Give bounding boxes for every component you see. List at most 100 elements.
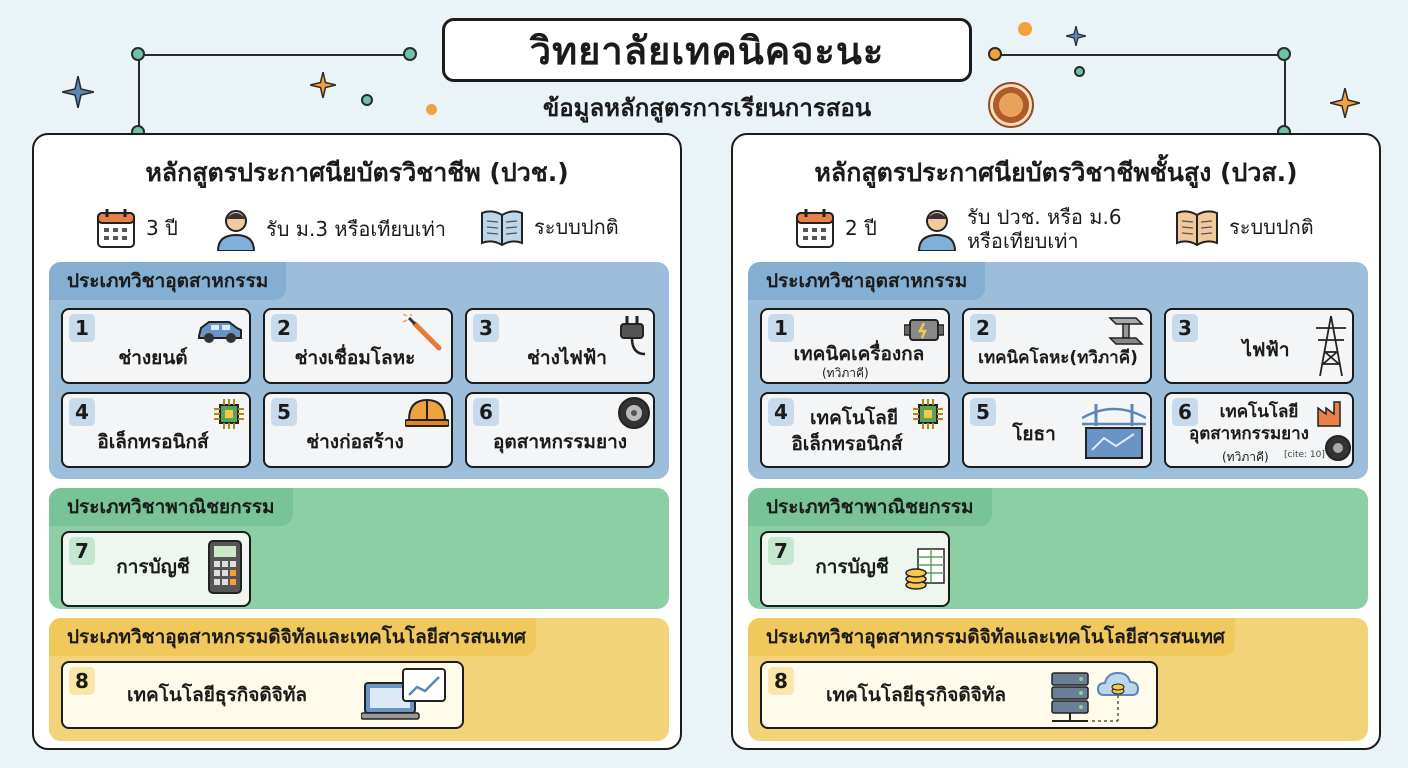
course-card[interactable]: 8 เทคโนโลยีธุรกิจดิจิทัล	[61, 661, 464, 729]
course-label: เทคนิคโลหะ(ทวิภาคี)	[978, 348, 1138, 368]
section-label: ประเภทวิชาอุตสาหกรรมดิจิทัลและเทคโนโลยีส…	[748, 618, 1235, 656]
admission-fact: รับ ม.3 หรือเทียบเท่า	[216, 207, 446, 251]
course-card[interactable]: 2 ช่างเชื่อมโลหะ	[263, 308, 453, 384]
course-card[interactable]: 8 เทคโนโลยีธุรกิจดิจิทัล	[760, 661, 1158, 729]
higher-vocational-certificate-panel: หลักสูตรประกาศนียบัตรวิชาชีพชั้นสูง (ปวส…	[731, 133, 1381, 750]
plug-icon	[620, 316, 646, 356]
course-card[interactable]: 2 เทคนิคโลหะ(ทวิภาคี)	[962, 308, 1152, 384]
course-number: 3	[1172, 314, 1198, 342]
student-icon	[917, 210, 957, 251]
course-note: (ทวิภาคี)	[1222, 450, 1269, 464]
welding-torch-icon	[403, 314, 442, 351]
course-card[interactable]: 4 อิเล็กทรอนิกส์	[61, 392, 251, 468]
connector-dot	[131, 47, 145, 61]
decor-dot	[426, 104, 437, 115]
course-label: อิเล็กทรอนิกส์	[97, 431, 209, 453]
engine-icon	[904, 319, 944, 341]
course-label: โยธา	[1012, 423, 1056, 445]
microchip-icon	[913, 399, 943, 429]
course-label: การบัญชี	[116, 556, 190, 578]
admission-line-2: หรือเทียบเท่า	[967, 229, 1079, 253]
connector-line	[138, 54, 140, 132]
college-seal-icon	[988, 82, 1034, 128]
duration-text: 3 ปี	[146, 216, 178, 240]
commerce-section: ประเภทวิชาพาณิชยกรรม 7 การบัญชี	[748, 488, 1368, 609]
sparkle-icon	[62, 76, 94, 108]
course-number: 4	[69, 398, 95, 426]
course-number: 5	[970, 398, 996, 426]
course-label: อุตสาหกรรมยาง	[492, 431, 628, 453]
section-label: ประเภทวิชาอุตสาหกรรม	[49, 262, 287, 300]
panel-title: หลักสูตรประกาศนียบัตรวิชาชีพ (ปวช.)	[145, 158, 569, 187]
course-number: 1	[768, 314, 794, 342]
hard-hat-icon	[405, 398, 449, 427]
program-facts: 3 ปี รับ ม.3 หรือเทียบเท่า ระบบปกติ	[34, 199, 680, 259]
duration-text: 2 ปี	[845, 216, 877, 240]
course-card[interactable]: 3 ไฟฟ้า	[1164, 308, 1354, 384]
page-title-text: วิทยาลัยเทคนิคจะนะ	[529, 28, 885, 73]
course-label: ช่างยนต์	[118, 347, 188, 369]
course-label: เทคโนโลยี	[810, 407, 898, 429]
connector-dot	[988, 47, 1002, 61]
tire-icon	[618, 397, 650, 429]
decor-dot	[1074, 66, 1085, 77]
program-facts: 2 ปี รับ ปวช. หรือ ม.6 หรือเทียบเท่า ระบ…	[733, 199, 1379, 259]
course-card[interactable]: 6 อุตสาหกรรมยาง	[465, 392, 655, 468]
factory-tire-icon	[1317, 401, 1351, 461]
admission-line-1: รับ ปวช. หรือ ม.6	[967, 205, 1122, 229]
duration-fact: 2 ปี	[795, 207, 877, 249]
system-text: ระบบปกติ	[534, 215, 619, 239]
admission-text: รับ ปวช. หรือ ม.6 หรือเทียบเท่า	[967, 205, 1122, 253]
course-label: การบัญชี	[815, 556, 889, 578]
connector-dot	[1277, 47, 1291, 61]
digital-section: ประเภทวิชาอุตสาหกรรมดิจิทัลและเทคโนโลยีส…	[49, 618, 669, 741]
decor-dot	[1018, 22, 1032, 36]
course-card[interactable]: 4 เทคโนโลยี อิเล็กทรอนิกส์	[760, 392, 950, 468]
admission-fact: รับ ปวช. หรือ ม.6 หรือเทียบเท่า	[917, 205, 1122, 253]
course-card[interactable]: 1 ช่างยนต์	[61, 308, 251, 384]
course-number: 6	[1172, 398, 1198, 426]
page-title: วิทยาลัยเทคนิคจะนะ	[442, 18, 972, 82]
laptop-chart-icon	[361, 668, 446, 720]
section-label: ประเภทวิชาพาณิชยกรรม	[748, 488, 992, 526]
calendar-icon	[97, 209, 135, 248]
section-label: ประเภทวิชาพาณิชยกรรม	[49, 488, 293, 526]
open-book-icon	[1176, 210, 1218, 247]
course-card[interactable]: 5 โยธา	[962, 392, 1152, 468]
course-label: ช่างไฟฟ้า	[527, 347, 607, 369]
course-card[interactable]: 7 การบัญชี	[760, 531, 950, 607]
course-number: 2	[970, 314, 996, 342]
course-card[interactable]: 6 เทคโนโลยี อุตสาหกรรมยาง (ทวิภาคี) [cit…	[1164, 392, 1354, 468]
power-tower-icon	[1316, 315, 1346, 377]
course-number: 2	[271, 314, 297, 342]
section-label: ประเภทวิชาอุตสาหกรรม	[748, 262, 986, 300]
course-card[interactable]: 7 การบัญชี	[61, 531, 251, 607]
course-label: เทคโนโลยี	[1219, 402, 1299, 422]
course-label: ช่างก่อสร้าง	[306, 431, 404, 453]
course-label-line-2: อิเล็กทรอนิกส์	[791, 433, 903, 455]
connector-line	[138, 54, 410, 56]
steel-beam-icon	[1108, 317, 1144, 345]
course-label: เทคนิคเครื่องกล	[793, 343, 925, 365]
course-number: 7	[69, 537, 95, 565]
digital-section: ประเภทวิชาอุตสาหกรรมดิจิทัลและเทคโนโลยีส…	[748, 618, 1368, 741]
course-card[interactable]: 1 เทคนิคเครื่องกล (ทวิภาคี)	[760, 308, 950, 384]
spreadsheet-coins-icon	[905, 548, 945, 590]
open-book-icon	[481, 210, 523, 247]
citation-note: [cite: 10]	[1284, 450, 1325, 460]
course-number: 8	[69, 667, 95, 695]
system-fact: ระบบปกติ	[480, 207, 619, 247]
sparkle-icon	[310, 72, 336, 98]
course-label-line-2: อุตสาหกรรมยาง	[1189, 424, 1309, 444]
duration-fact: 3 ปี	[96, 207, 178, 249]
course-label: ช่างเชื่อมโลหะ	[294, 347, 416, 369]
course-label: เทคโนโลยีธุรกิจดิจิทัล	[127, 684, 307, 706]
decor-dot	[361, 94, 373, 106]
connector-line	[1000, 54, 1284, 56]
page-subtitle: ข้อมูลหลักสูตรการเรียนการสอน	[542, 94, 872, 122]
course-card[interactable]: 5 ช่างก่อสร้าง	[263, 392, 453, 468]
sparkle-icon	[1066, 26, 1086, 46]
course-card[interactable]: 3 ช่างไฟฟ้า	[465, 308, 655, 384]
course-note: (ทวิภาคี)	[822, 366, 869, 380]
calendar-icon	[796, 209, 834, 248]
